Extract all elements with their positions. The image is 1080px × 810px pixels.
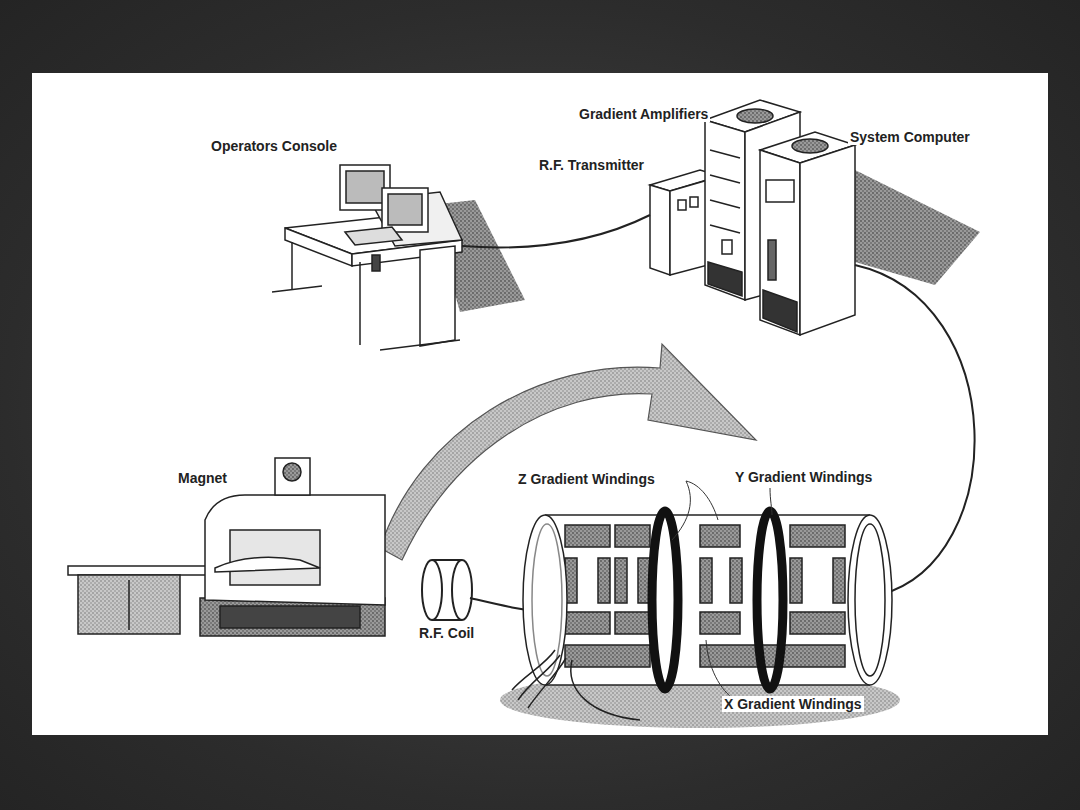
gradient-cylinder-part <box>700 612 740 634</box>
magnet-part <box>215 557 320 572</box>
rf-transmitter-part <box>678 200 686 210</box>
coil-leads-part <box>512 650 555 690</box>
part-label: Gradient Amplifiers <box>577 106 710 122</box>
rf-coil-part <box>452 560 472 620</box>
operators-console-part <box>272 286 322 292</box>
part-label: Operators Console <box>209 138 339 154</box>
gradient-cylinder-part <box>730 558 742 603</box>
magnet-part <box>275 458 310 495</box>
operators-console-part <box>420 246 455 346</box>
gradient-cylinder-part <box>790 525 845 547</box>
gradient-cylinder-part <box>855 524 885 676</box>
leader-line-part <box>672 481 690 540</box>
gradient-amplifiers-part <box>737 109 773 123</box>
leader-line-part <box>706 640 735 700</box>
gradient-cylinder-part <box>545 515 870 685</box>
gradient-amplifiers-part <box>710 175 740 183</box>
gradient-cylinder-part <box>532 524 562 676</box>
gradient-cylinder-part <box>700 558 712 603</box>
gradient-amplifiers-part <box>710 200 740 208</box>
leader-line-part <box>770 488 772 515</box>
part-label: System Computer <box>848 129 972 145</box>
part-label: R.F. Transmitter <box>537 157 646 173</box>
system-computer-part <box>763 290 797 332</box>
gradient-cylinder-part <box>565 525 610 547</box>
operators-console <box>272 165 462 350</box>
rf-transmitter-part <box>670 180 708 275</box>
gradient-cylinder-part <box>565 612 610 634</box>
gradient-cylinder-part <box>565 645 650 667</box>
gradient-amplifiers-part <box>710 150 740 158</box>
magnet-part <box>220 606 360 628</box>
operators-console-part <box>291 242 293 290</box>
rf-coil-part <box>432 559 462 561</box>
magnet-part <box>205 495 385 605</box>
magnet-part <box>68 566 208 575</box>
leader-line <box>672 481 772 700</box>
gradient-cylinder-part <box>565 525 845 667</box>
gradient-cylinder-part <box>700 525 740 547</box>
operators-console-part <box>346 171 384 203</box>
operators-console-part <box>359 262 361 345</box>
system-computer-part <box>792 139 828 153</box>
rf-transmitter-part <box>650 185 670 275</box>
gradient-cylinder-part <box>615 612 650 634</box>
part-label: X Gradient Windings <box>722 696 864 712</box>
gradient-cylinder-part <box>757 511 783 689</box>
coil-leads <box>512 650 640 720</box>
system-computer-part <box>800 145 855 335</box>
operators-console-part <box>345 227 402 245</box>
gradient-amplifiers-part <box>705 120 745 300</box>
part-label: R.F. Coil <box>417 625 476 641</box>
operators-console-part <box>388 194 422 225</box>
gradient-cylinder-part <box>615 525 650 547</box>
gradient-cylinder-part <box>545 514 870 516</box>
magnet-part <box>283 463 301 481</box>
gradient-amplifiers-part <box>710 225 740 233</box>
gradient-cylinder-part <box>615 558 627 603</box>
rf-coil-part <box>422 560 442 620</box>
system-computer-part <box>766 180 794 202</box>
part-label: Y Gradient Windings <box>733 469 874 485</box>
system-computer-part <box>760 150 800 335</box>
gradient-cylinder-part <box>523 515 567 685</box>
magnet <box>68 458 385 636</box>
cabinet-shadow <box>855 170 980 285</box>
operators-console-part <box>382 188 428 232</box>
cabinet-shadow-part <box>855 170 980 285</box>
system-computer-part <box>768 240 776 280</box>
gradient-cylinder-part <box>700 645 845 667</box>
part-label: Magnet <box>176 470 229 486</box>
part-label: Z Gradient Windings <box>516 471 657 487</box>
coil-leads-part <box>528 658 566 708</box>
zoom-arrow-part <box>380 344 756 560</box>
gradient-cylinder <box>523 511 892 689</box>
gradient-cylinder-part <box>848 515 892 685</box>
gradient-cylinder-part <box>598 558 610 603</box>
rf-coil-part <box>432 619 462 621</box>
zoom-arrow <box>380 344 756 560</box>
magnet-part <box>78 575 180 634</box>
cable-part <box>462 215 650 248</box>
system-computer <box>760 132 855 335</box>
operators-console-part <box>372 255 380 271</box>
coil-leads-part <box>571 660 640 720</box>
gradient-amplifiers-part <box>722 240 732 254</box>
gradient-cylinder-part <box>790 558 802 603</box>
gradient-cylinder-part <box>833 558 845 603</box>
operators-console-part <box>285 228 352 266</box>
magnet-part <box>128 580 130 630</box>
gradient-amplifiers-part <box>708 262 742 296</box>
operators-console-part <box>380 340 460 350</box>
rf-transmitter-part <box>690 197 698 207</box>
gradient-cylinder-part <box>545 684 870 686</box>
gradient-cylinder-part <box>790 612 845 634</box>
